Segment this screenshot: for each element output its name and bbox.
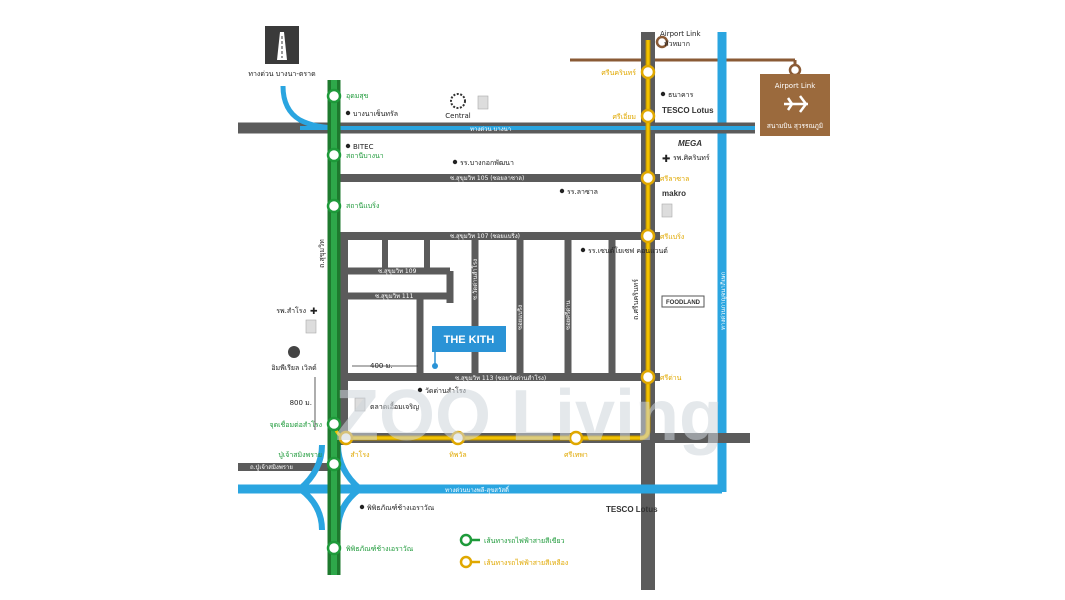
airport-box-sub: สนามบิน สุวรรณภูมิ — [767, 122, 823, 130]
road-label: ซ.สุขุมวิท 107 (ซอยแบริ่ง) — [450, 232, 520, 240]
highway-sign-label: ทางด่วน บางนา-ตราด — [248, 70, 315, 78]
legend-yellow-label: เส้นทางรถไฟฟ้าสายสีเหลือง — [484, 558, 568, 567]
road-label: ซอยศรีด่าน — [564, 300, 572, 330]
project-marker[interactable]: THE KITH — [432, 326, 506, 369]
landmark-label: พิพิธภัณฑ์ช้างเอราวัณ — [367, 504, 435, 512]
svg-text:FOODLAND: FOODLAND — [666, 300, 701, 306]
yellow-station-marker[interactable] — [568, 430, 584, 446]
green-station-marker[interactable] — [326, 456, 342, 472]
landmark-label: BITEC — [353, 143, 374, 151]
green-station-label: จุดเชื่อมต่อสำโรง — [270, 420, 323, 429]
landmark-label: ตลาดเอื้อมเจริญ — [370, 400, 419, 411]
mega-logo: MEGA — [678, 139, 702, 148]
tesco-logo-top: TESCO Lotus — [662, 106, 714, 115]
svg-text:Central: Central — [445, 112, 471, 120]
yellow-station-label: ศรีเทพา — [564, 451, 588, 459]
green-station-marker[interactable] — [326, 416, 342, 432]
tesco-logo-bottom: TESCO Lotus — [606, 505, 658, 514]
airplane-icon — [784, 95, 808, 113]
yellow-station-marker[interactable] — [640, 170, 656, 186]
imperial-logo — [288, 346, 300, 358]
road-label: ซ.สุขุมวิท 109 — [378, 268, 417, 275]
foodland-logo — [661, 295, 705, 308]
road-label: ถ.สุขุมวิท — [318, 239, 326, 268]
airport-link-station-marker[interactable] — [655, 35, 669, 49]
legend-green-label: เส้นทางรถไฟฟ้าสายสีเขียว — [484, 536, 565, 545]
yellow-station-marker[interactable] — [640, 228, 656, 244]
legend-yellow-marker — [459, 555, 473, 569]
yellow-station-label: ศรีนครินทร์ — [601, 69, 636, 77]
yellow-station-label: ศรีด่าน — [660, 374, 682, 382]
landmark-label: พิพิธภัณฑ์ช้างเอราวัณ — [346, 545, 414, 553]
road-label: ซอยแบริ่ง — [516, 305, 524, 330]
landmark-label: รร.บางกอกพัฒนา — [460, 159, 514, 167]
hospital-cross-icon: ✚ — [662, 154, 670, 165]
yellow-station-label: ศรีเอี่ยม — [612, 112, 636, 121]
project-name: THE KITH — [444, 334, 495, 346]
road-label: ซ.วัดด่านสำโรง — [471, 259, 479, 300]
watermark: ZOO Living — [335, 376, 723, 456]
landmark-label: อิมพีเรียล เวิลด์ — [271, 364, 316, 372]
central-logo: Central — [445, 93, 489, 120]
road-label: ถ.ศรีนครินทร์ — [632, 279, 640, 320]
yellow-station-marker[interactable] — [450, 430, 466, 446]
landmark-label: บางนาเซ็นทรัล — [353, 109, 398, 118]
landmark-label: วัดด่านสำโรง — [425, 386, 466, 395]
hospital-cross-icon: ✚ — [310, 307, 318, 317]
road-label: ซ.สุขุมวิท 111 — [375, 293, 414, 300]
highway-sign: ทางด่วน บางนา-ตราด — [248, 26, 316, 78]
makro-logo: makro — [662, 189, 686, 198]
road-label: ทางด่วนกาญจนาภิเษก — [720, 271, 727, 330]
yellow-station-marker[interactable] — [640, 369, 656, 385]
landmark-label: รพ.สำโรง — [276, 306, 306, 315]
green-station-label: สถานีแบริ่ง — [346, 201, 379, 210]
green-station-marker[interactable] — [326, 198, 342, 214]
airport-link-label: Airport Link — [660, 30, 701, 38]
road-label: ซ.สุขุมวิท 105 (ซอยลาซาล) — [450, 175, 524, 182]
road-label: ซ.สุขุมวิท 113 (ซอยวัดด่านสำโรง) — [455, 374, 546, 382]
yellow-station-marker[interactable] — [640, 64, 656, 80]
yellow-station-label: ทิพวัล — [449, 451, 466, 459]
distance-label: 400 ม. — [370, 362, 392, 370]
yellow-stations — [338, 64, 656, 446]
landmark-label: รพ.ศิครินทร์ — [673, 154, 710, 162]
green-station-label: อุดมสุข — [346, 92, 369, 100]
airport-box-label: Airport Link — [775, 82, 816, 90]
green-stations — [326, 88, 342, 556]
airport-link-station: หัวหมาก — [664, 40, 690, 48]
yellow-station-marker[interactable] — [640, 108, 656, 124]
road-label: ทางด่วนบางพลี-สุขสวัสดิ์ — [445, 485, 510, 494]
road-label: ทางด่วน บางนา — [470, 126, 511, 133]
distance-label: 800 ม. — [290, 399, 312, 407]
yellow-station-label: ศรีลาซาล — [660, 175, 689, 183]
green-station-marker[interactable] — [326, 147, 342, 163]
landmark-label: รร.เซนต์โยเซฟ คอนแวนต์ — [588, 246, 668, 255]
landmark-label: รร.ลาซาล — [567, 188, 598, 196]
road-label: ถ.ปู่เจ้าสมิงพราย — [250, 464, 293, 471]
map-legend: เส้นทางรถไฟฟ้าสายสีเขียว เส้นทางรถไฟฟ้าส… — [459, 533, 568, 569]
green-station-marker[interactable] — [326, 540, 342, 556]
green-station-label: ปู่เจ้าสมิงพราย — [278, 451, 322, 459]
project-location-pin — [432, 363, 438, 369]
yellow-station-label: ศรีแบริ่ง — [660, 232, 684, 241]
expressway-lines — [238, 85, 755, 531]
legend-green-marker — [459, 533, 473, 547]
green-station-marker[interactable] — [326, 88, 342, 104]
green-station-label: สถานีบางนา — [346, 152, 384, 160]
landmark-label: ธนาคาร — [668, 91, 694, 99]
yellow-station-label: สำโรง — [350, 450, 369, 459]
airport-box[interactable]: Airport Link สนามบิน สุวรรณภูมิ — [760, 74, 830, 136]
yellow-station-marker[interactable] — [338, 430, 354, 446]
